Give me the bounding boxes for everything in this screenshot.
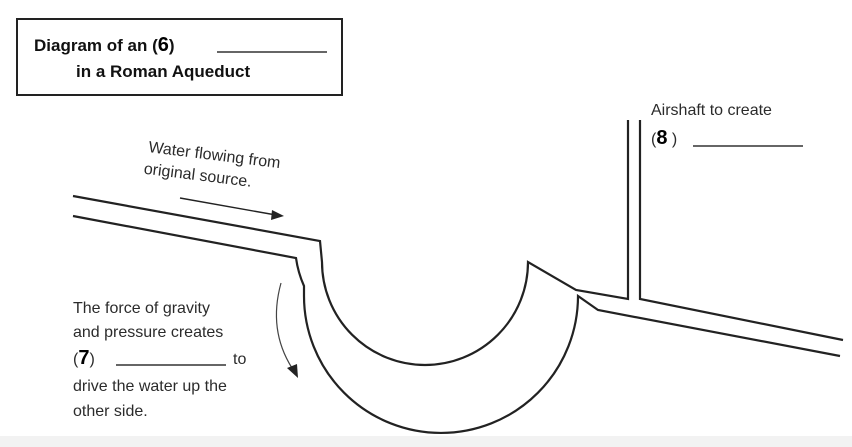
gravity-label-line3: (7) [73,347,95,369]
pipe-lower-wall [72,214,841,435]
gravity-label-line5: other side. [73,403,148,420]
gravity-label-line4: drive the water up the [73,378,227,395]
title-box [16,18,343,96]
title-line1: Diagram of an (6) [34,34,175,56]
flow-arrow [179,197,284,220]
force-arrow [275,282,298,378]
airshaft-label-line1: Airshaft to create [651,102,772,119]
pipe-upper-wall [72,120,844,367]
blank-number-7: 7 [78,347,89,369]
blank-number-8: 8 [656,127,667,149]
bottom-strip [0,436,852,447]
gravity-label-to: to [233,351,246,368]
gravity-label-line2: and pressure creates [73,324,223,341]
gravity-label-line1: The force of gravity [73,300,210,317]
title-line2: in a Roman Aqueduct [76,62,250,81]
water-flow-label: Water flowing from original source. [143,139,282,191]
airshaft-label-line2: (8 ) [651,127,677,149]
blank-number-6: 6 [158,34,169,56]
